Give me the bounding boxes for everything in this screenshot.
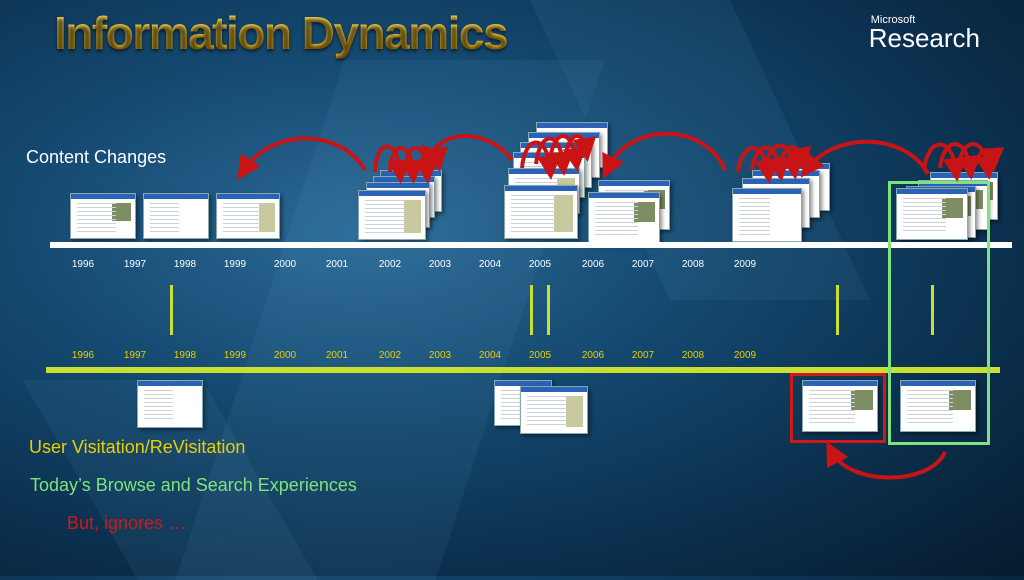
year-label: 2002 (378, 350, 402, 361)
year-label: 2008 (681, 350, 705, 361)
visit-timeline-bar (46, 367, 1000, 373)
webpage-thumbnail-icon (216, 193, 280, 239)
year-label: 2006 (581, 350, 605, 361)
curved-arrow-icon (602, 131, 727, 179)
year-label: 2002 (378, 259, 402, 270)
visit-tick (530, 285, 533, 335)
ignores-label: But, ignores … (67, 513, 187, 533)
browse-search-label: Today’s Browse and Search Experiences (30, 475, 357, 495)
year-label: 2004 (478, 350, 502, 361)
curved-arrow-icon (938, 142, 981, 180)
user-visitation-label: User Visitation/ReVisitation (29, 437, 246, 457)
brand-big: Research (868, 23, 980, 53)
year-label: 2000 (273, 259, 297, 270)
webpage-thumbnail-icon (70, 193, 136, 239)
webpage-thumbnail-icon (588, 192, 660, 244)
content-timeline-bar (50, 242, 1012, 248)
year-label: 2004 (478, 259, 502, 270)
visit-tick (836, 285, 839, 335)
year-label: 2003 (428, 350, 452, 361)
curved-arrow-icon (534, 136, 574, 176)
year-label: 2009 (733, 259, 757, 270)
year-label: 2009 (733, 350, 757, 361)
visit-tick (170, 285, 173, 335)
year-label: 2006 (581, 259, 605, 270)
curved-arrow-icon (778, 145, 812, 172)
curved-arrow-icon (973, 147, 1005, 172)
year-label: 2001 (325, 350, 349, 361)
webpage-thumbnail-icon (137, 380, 203, 428)
current-experience-highlight (888, 181, 990, 445)
curved-arrow-icon (800, 139, 930, 178)
webpage-thumbnail-icon (732, 188, 802, 242)
year-label: 2003 (428, 259, 452, 270)
year-label: 2001 (325, 259, 349, 270)
year-label: 2005 (528, 259, 552, 270)
curved-arrow-icon (922, 142, 967, 182)
year-label: 1999 (223, 259, 247, 270)
content-changes-label: Content Changes (26, 147, 167, 167)
year-label: 2007 (631, 259, 655, 270)
curved-arrow-icon (388, 146, 425, 184)
brand-small: Microsoft (870, 14, 916, 26)
curved-arrow-icon (750, 145, 791, 182)
year-label: 2008 (681, 259, 705, 270)
year-label: 1996 (71, 350, 95, 361)
year-label: 1996 (71, 259, 95, 270)
webpage-thumbnail-icon (143, 193, 209, 239)
webpage-thumbnail-icon (802, 380, 878, 432)
curved-arrow-icon (420, 134, 514, 172)
year-label: 1997 (123, 259, 147, 270)
slide-title: Information Dynamics (54, 7, 509, 59)
curved-arrow-icon (826, 441, 947, 480)
year-label: 1999 (223, 350, 247, 361)
microsoft-research-logo: Microsoft Research (868, 14, 980, 53)
content-timeline-years: 1996 1997 1998 1999 2000 2001 2002 2003 … (0, 259, 1024, 273)
curved-arrow-icon (237, 136, 367, 180)
curved-arrow-icon (373, 144, 412, 184)
webpage-thumbnail-icon (504, 185, 578, 239)
visit-tick (547, 285, 550, 335)
visit-tick (931, 285, 934, 335)
webpage-thumbnail-icon (520, 386, 588, 434)
webpage-thumbnail-icon (900, 380, 976, 432)
year-label: 2000 (273, 350, 297, 361)
curved-arrow-icon (563, 134, 597, 162)
webpage-thumbnail-icon (358, 190, 426, 240)
year-label: 2007 (631, 350, 655, 361)
webpage-thumbnail-icon (896, 188, 968, 240)
visit-timeline-years: 1996 1997 1998 1999 2000 2001 2002 2003 … (0, 350, 1024, 364)
year-label: 1997 (123, 350, 147, 361)
year-label: 1998 (173, 350, 197, 361)
year-label: 1998 (173, 259, 197, 270)
year-label: 2005 (528, 350, 552, 361)
